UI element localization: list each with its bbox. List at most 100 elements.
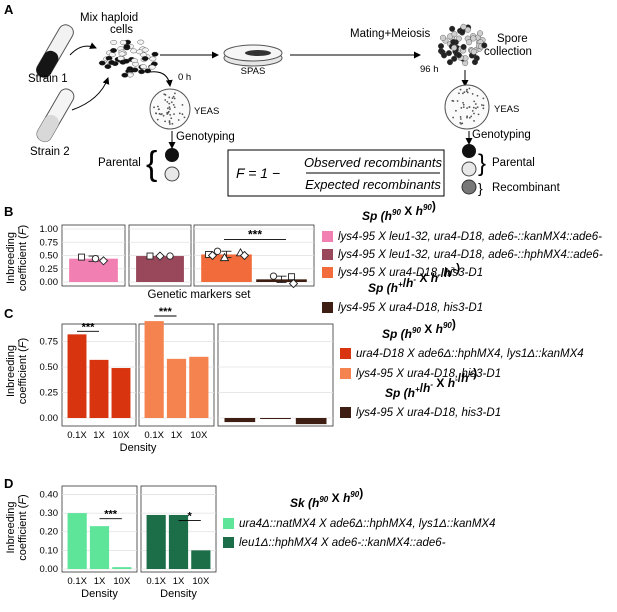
x-tick-label: 0.1X: [144, 430, 164, 441]
legend-entry-label: lys4-95 X ura4-D18, his3-D1: [338, 302, 483, 314]
x-tick-label: 1X: [171, 430, 183, 441]
colony-dot: [473, 120, 475, 122]
x-axis-title: Density: [120, 442, 157, 454]
bar: [67, 334, 87, 418]
colony-dot: [459, 116, 462, 118]
legend-swatch: [223, 537, 234, 548]
colony-dot: [462, 106, 465, 109]
bar: [189, 356, 209, 418]
colony-dot: [482, 104, 485, 107]
spore-icon: [451, 44, 458, 51]
right-light-colony-icon: [461, 161, 477, 177]
spore-icon: [441, 52, 448, 59]
colony-dot: [170, 101, 173, 104]
spore-icon: [460, 43, 467, 50]
haploid-cell-icon: [108, 60, 116, 65]
colony-dot: [172, 103, 175, 106]
replicate-point: [146, 252, 154, 260]
bar: [112, 567, 132, 569]
spore-icon: [445, 50, 452, 57]
bar: [69, 258, 118, 282]
colony-dot: [158, 112, 161, 115]
colony-dot: [471, 109, 474, 112]
colony-dot: [166, 112, 169, 115]
x-tick-label: 0.1X: [67, 430, 87, 441]
x-tick-label: 10X: [190, 430, 208, 441]
colony-dot: [474, 103, 477, 105]
parental-light-colony-icon: [164, 166, 180, 182]
spore-icon: [449, 25, 456, 32]
y-tick-label: 0.30: [40, 508, 59, 519]
legend-entry-label: leu1Δ::hphMX4 X ade6-::kanMX4::ade6-: [239, 537, 446, 549]
colony-dot: [181, 103, 184, 106]
panel-b-label: B: [4, 204, 13, 219]
colony-dot: [173, 106, 176, 109]
legend-entry-label: lys4-95 X leu1-32, ura4-D18, ade6-::kanM…: [338, 231, 602, 243]
colony-dot: [171, 97, 174, 100]
bar: [224, 418, 256, 423]
colony-dot: [155, 112, 158, 115]
formula-box: F = 1 − Observed recombinants Expected r…: [227, 149, 445, 197]
legend-title: Sp (h+/h- X h-/h+): [368, 261, 460, 295]
bar: [144, 321, 164, 418]
bar: [67, 513, 87, 569]
spore-icon: [466, 39, 473, 46]
spore-icon: [451, 55, 458, 62]
legend-entry-label: lys4-95 X leu1-32, ura4-D18, ade6-::hphM…: [338, 249, 603, 261]
haploid-cell-icon: [118, 51, 126, 57]
significance-label: ***: [248, 228, 262, 242]
spore-icon: [451, 31, 458, 38]
colony-dot: [466, 107, 468, 110]
colony-dot: [166, 100, 169, 103]
spore-icon: [440, 34, 447, 41]
x-axis-title: Density: [160, 588, 197, 600]
spore-icon: [460, 23, 467, 30]
y-tick-label: 0.75: [40, 237, 59, 248]
colony-dot: [460, 107, 463, 109]
colony-dot: [462, 103, 465, 106]
colony-dot: [462, 101, 464, 104]
y-tick-label: 0.50: [40, 251, 59, 262]
haploid-cell-icon: [110, 39, 118, 45]
spore-icon: [481, 42, 488, 49]
replicate-point: [288, 273, 295, 281]
colony-dot: [163, 93, 166, 96]
facet-frame: [217, 323, 334, 427]
colony-dot: [470, 115, 473, 118]
spore-icon: [470, 48, 477, 55]
haploid-cell-icon: [138, 69, 145, 75]
colony-dot: [477, 113, 480, 116]
haploid-cell-icon: [141, 47, 149, 53]
legend-c: Sp (h90 X h90)ura4-D18 X ade6Δ::hphMX4, …: [340, 317, 584, 419]
spore-icon: [450, 39, 457, 46]
haploid-cell-icon: [148, 64, 156, 70]
legend-swatch: [322, 249, 333, 260]
genotyping-left-label: Genotyping: [176, 131, 235, 143]
replicate-point: [213, 247, 222, 255]
spore-icon: [470, 35, 477, 42]
y-axis-title: Inbreedingcoefficient (F): [5, 338, 29, 404]
parental-left-label: Parental: [98, 157, 141, 169]
legend-swatch: [340, 368, 351, 379]
replicate-point: [269, 272, 278, 280]
legend-entry-label: lys4-95 X ura4-D18, his3-D1: [338, 267, 483, 279]
colony-dot: [458, 92, 460, 95]
right-parental-brace: }: [478, 150, 486, 177]
bar: [89, 526, 110, 569]
colony-dot: [156, 118, 159, 121]
legend-d: Sk (h90 X h90)ura4Δ::natMX4 X ade6Δ::hph…: [223, 486, 495, 549]
legend-entry-label: ura4Δ::natMX4 X ade6Δ::hphMX4, lys1Δ::ka…: [239, 518, 495, 530]
colony-dot: [482, 107, 485, 110]
chart-b: Inbreedingcoefficient (F)0.000.250.500.7…: [5, 224, 315, 291]
legend-swatch: [340, 348, 351, 359]
legend-title: Sp (h+/h- X h-/h+): [385, 366, 477, 400]
colony-dot: [164, 120, 167, 123]
colony-dot: [181, 113, 184, 116]
colony-dot: [466, 115, 469, 118]
spore-icon: [446, 59, 453, 66]
collection-label: collection: [484, 46, 532, 58]
strain1-label: Strain 1: [28, 73, 68, 85]
colony-dot: [473, 112, 475, 115]
colony-dot: [468, 116, 471, 119]
legend-title: Sk (h90 X h90): [290, 486, 363, 510]
